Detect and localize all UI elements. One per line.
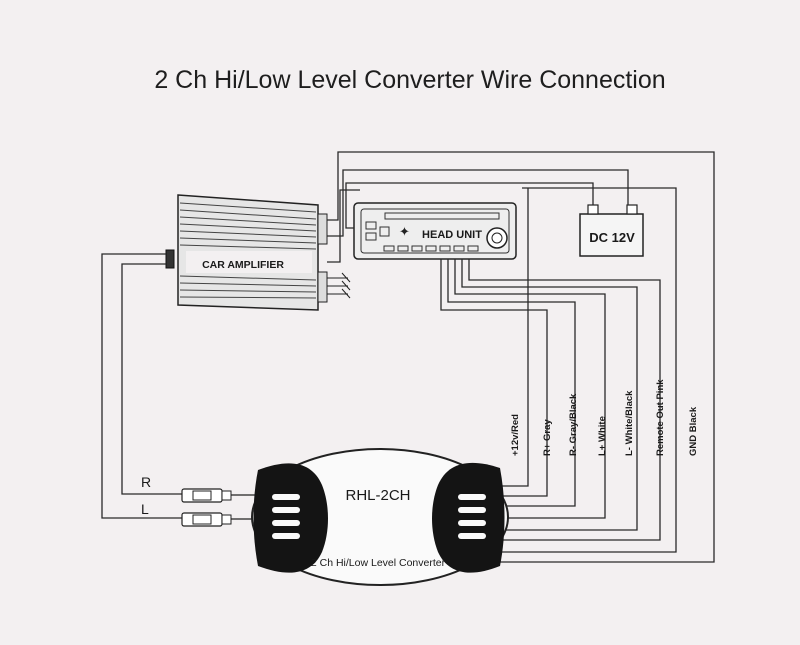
rca-plug-left [181, 512, 260, 527]
wire-label-gnd-black: GND Black [688, 406, 699, 456]
svg-text:✦: ✦ [399, 225, 410, 240]
amplifier-label: CAR AMPLIFIER [202, 259, 284, 271]
rca-label-right: R [141, 474, 151, 490]
converter-rhl-2ch: RHL-2CH 2 Ch Hi/Low Level Converter [251, 448, 509, 586]
rca-label-left: L [141, 501, 149, 517]
head-unit-label: HEAD UNIT [422, 229, 482, 241]
wire-label-remote-out-pink: Remote Out Pink [655, 379, 666, 456]
wires [101, 151, 715, 563]
wire-label-r-minus-gray-black: R- Gray/Black [568, 393, 579, 456]
converter-model: RHL-2CH [345, 487, 410, 504]
wire-label-l-plus-white: L+ White [597, 416, 608, 456]
converter-description: 2 Ch Hi/Low Level Converter [311, 557, 446, 569]
page-title: 2 Ch Hi/Low Level Converter Wire Connect… [154, 66, 665, 94]
wire-label-r-plus-gray: R+ Gray [542, 419, 553, 456]
car-amplifier: CAR AMPLIFIER [165, 194, 351, 311]
wire-labels: +12v/Red R+ Gray R- Gray/Black L+ White … [510, 379, 699, 456]
battery-label: DC 12V [589, 230, 635, 245]
wire-label-l-minus-white-black: L- White/Black [624, 390, 635, 456]
battery-dc-12v: DC 12V [579, 204, 644, 257]
head-unit: ✦ HEAD UNIT [353, 202, 517, 260]
rca-plug-right [181, 488, 260, 503]
wire-label-12v-red: +12v/Red [510, 414, 521, 456]
